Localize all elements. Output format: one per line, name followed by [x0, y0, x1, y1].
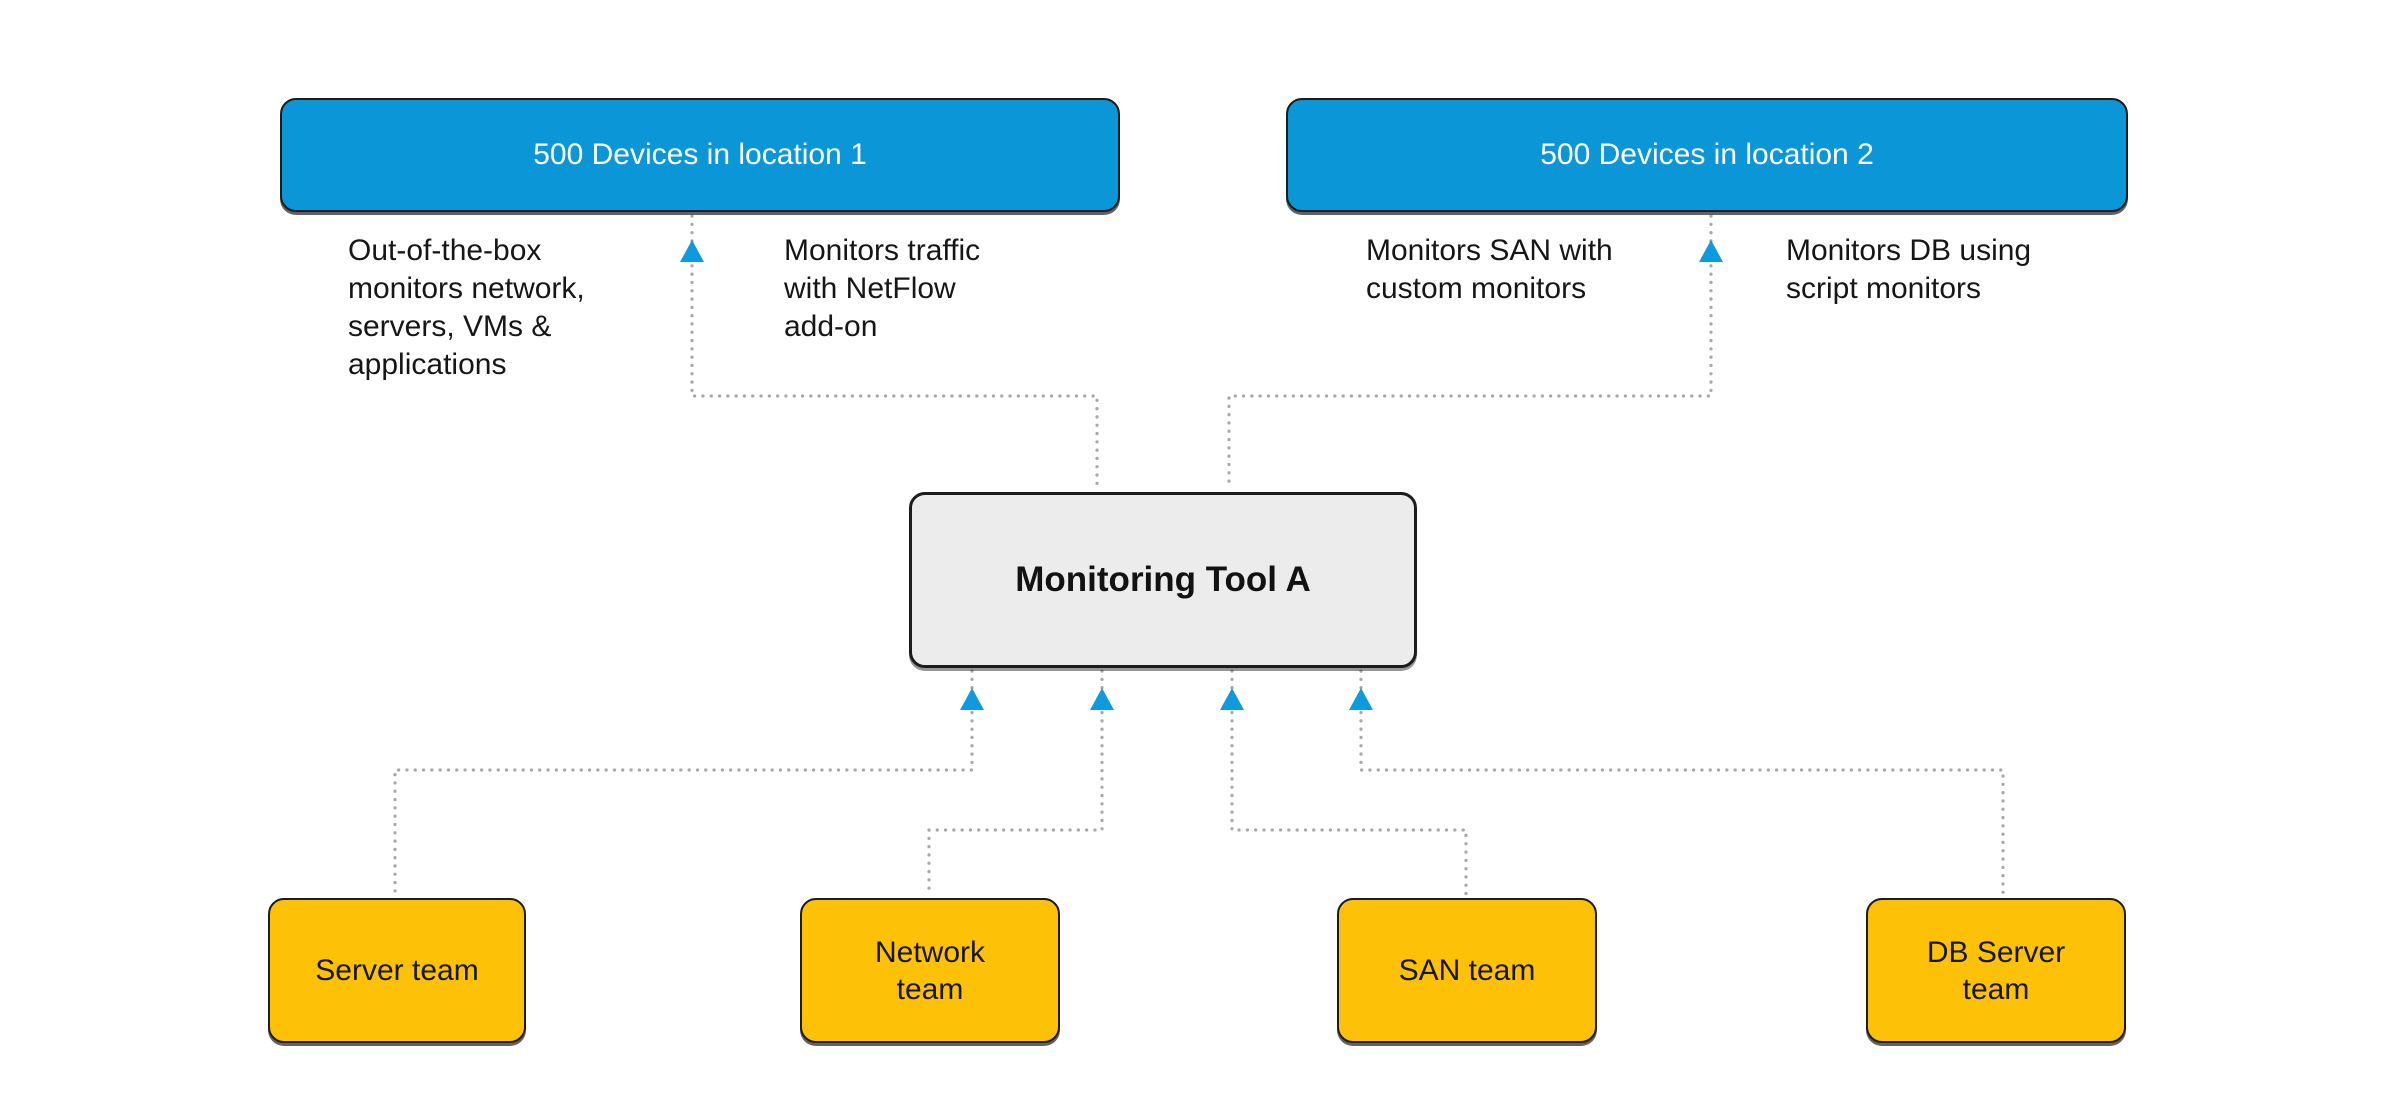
- annotation-san-custom-monitors: Monitors SAN with custom monitors: [1366, 234, 1613, 305]
- dotted-connector-db-team: [1359, 669, 2005, 898]
- team-server-label: Server team: [315, 954, 479, 987]
- team-box-network: Network team: [800, 898, 1060, 1043]
- team-box-san: SAN team: [1337, 898, 1597, 1043]
- up-arrow-icon: [960, 688, 984, 710]
- annotation-netflow-addon: Monitors traffic with NetFlow add-on: [784, 234, 981, 343]
- up-arrow-icon: [680, 240, 704, 262]
- location-2-label: 500 Devices in location 2: [1540, 138, 1874, 171]
- location-1-label: 500 Devices in location 1: [533, 138, 867, 171]
- monitoring-tool-a-box: Monitoring Tool A: [909, 492, 1417, 668]
- team-db-server-label: DB Server team: [1926, 935, 2066, 1006]
- up-arrow-icon: [1349, 688, 1373, 710]
- dotted-connector-network-team: [927, 669, 1104, 898]
- team-san-label: SAN team: [1398, 954, 1536, 987]
- up-arrow-icon: [1090, 688, 1114, 710]
- team-network-label: Network team: [874, 935, 986, 1006]
- location-2-box: 500 Devices in location 2: [1286, 98, 2128, 212]
- team-box-server: Server team: [268, 898, 526, 1043]
- monitoring-tool-a-label: Monitoring Tool A: [1015, 560, 1311, 599]
- dotted-connector-server-team: [393, 669, 974, 898]
- up-arrow-icon: [1699, 240, 1723, 262]
- annotation-db-script-monitors: Monitors DB using script monitors: [1786, 234, 2032, 305]
- team-box-db-server: DB Server team: [1866, 898, 2126, 1043]
- location-1-box: 500 Devices in location 1: [280, 98, 1120, 212]
- dotted-connector-san-team: [1230, 669, 1468, 898]
- annotation-out-of-the-box-monitors: Out-of-the-box monitors network, servers…: [348, 234, 585, 381]
- up-arrow-icon: [1220, 688, 1244, 710]
